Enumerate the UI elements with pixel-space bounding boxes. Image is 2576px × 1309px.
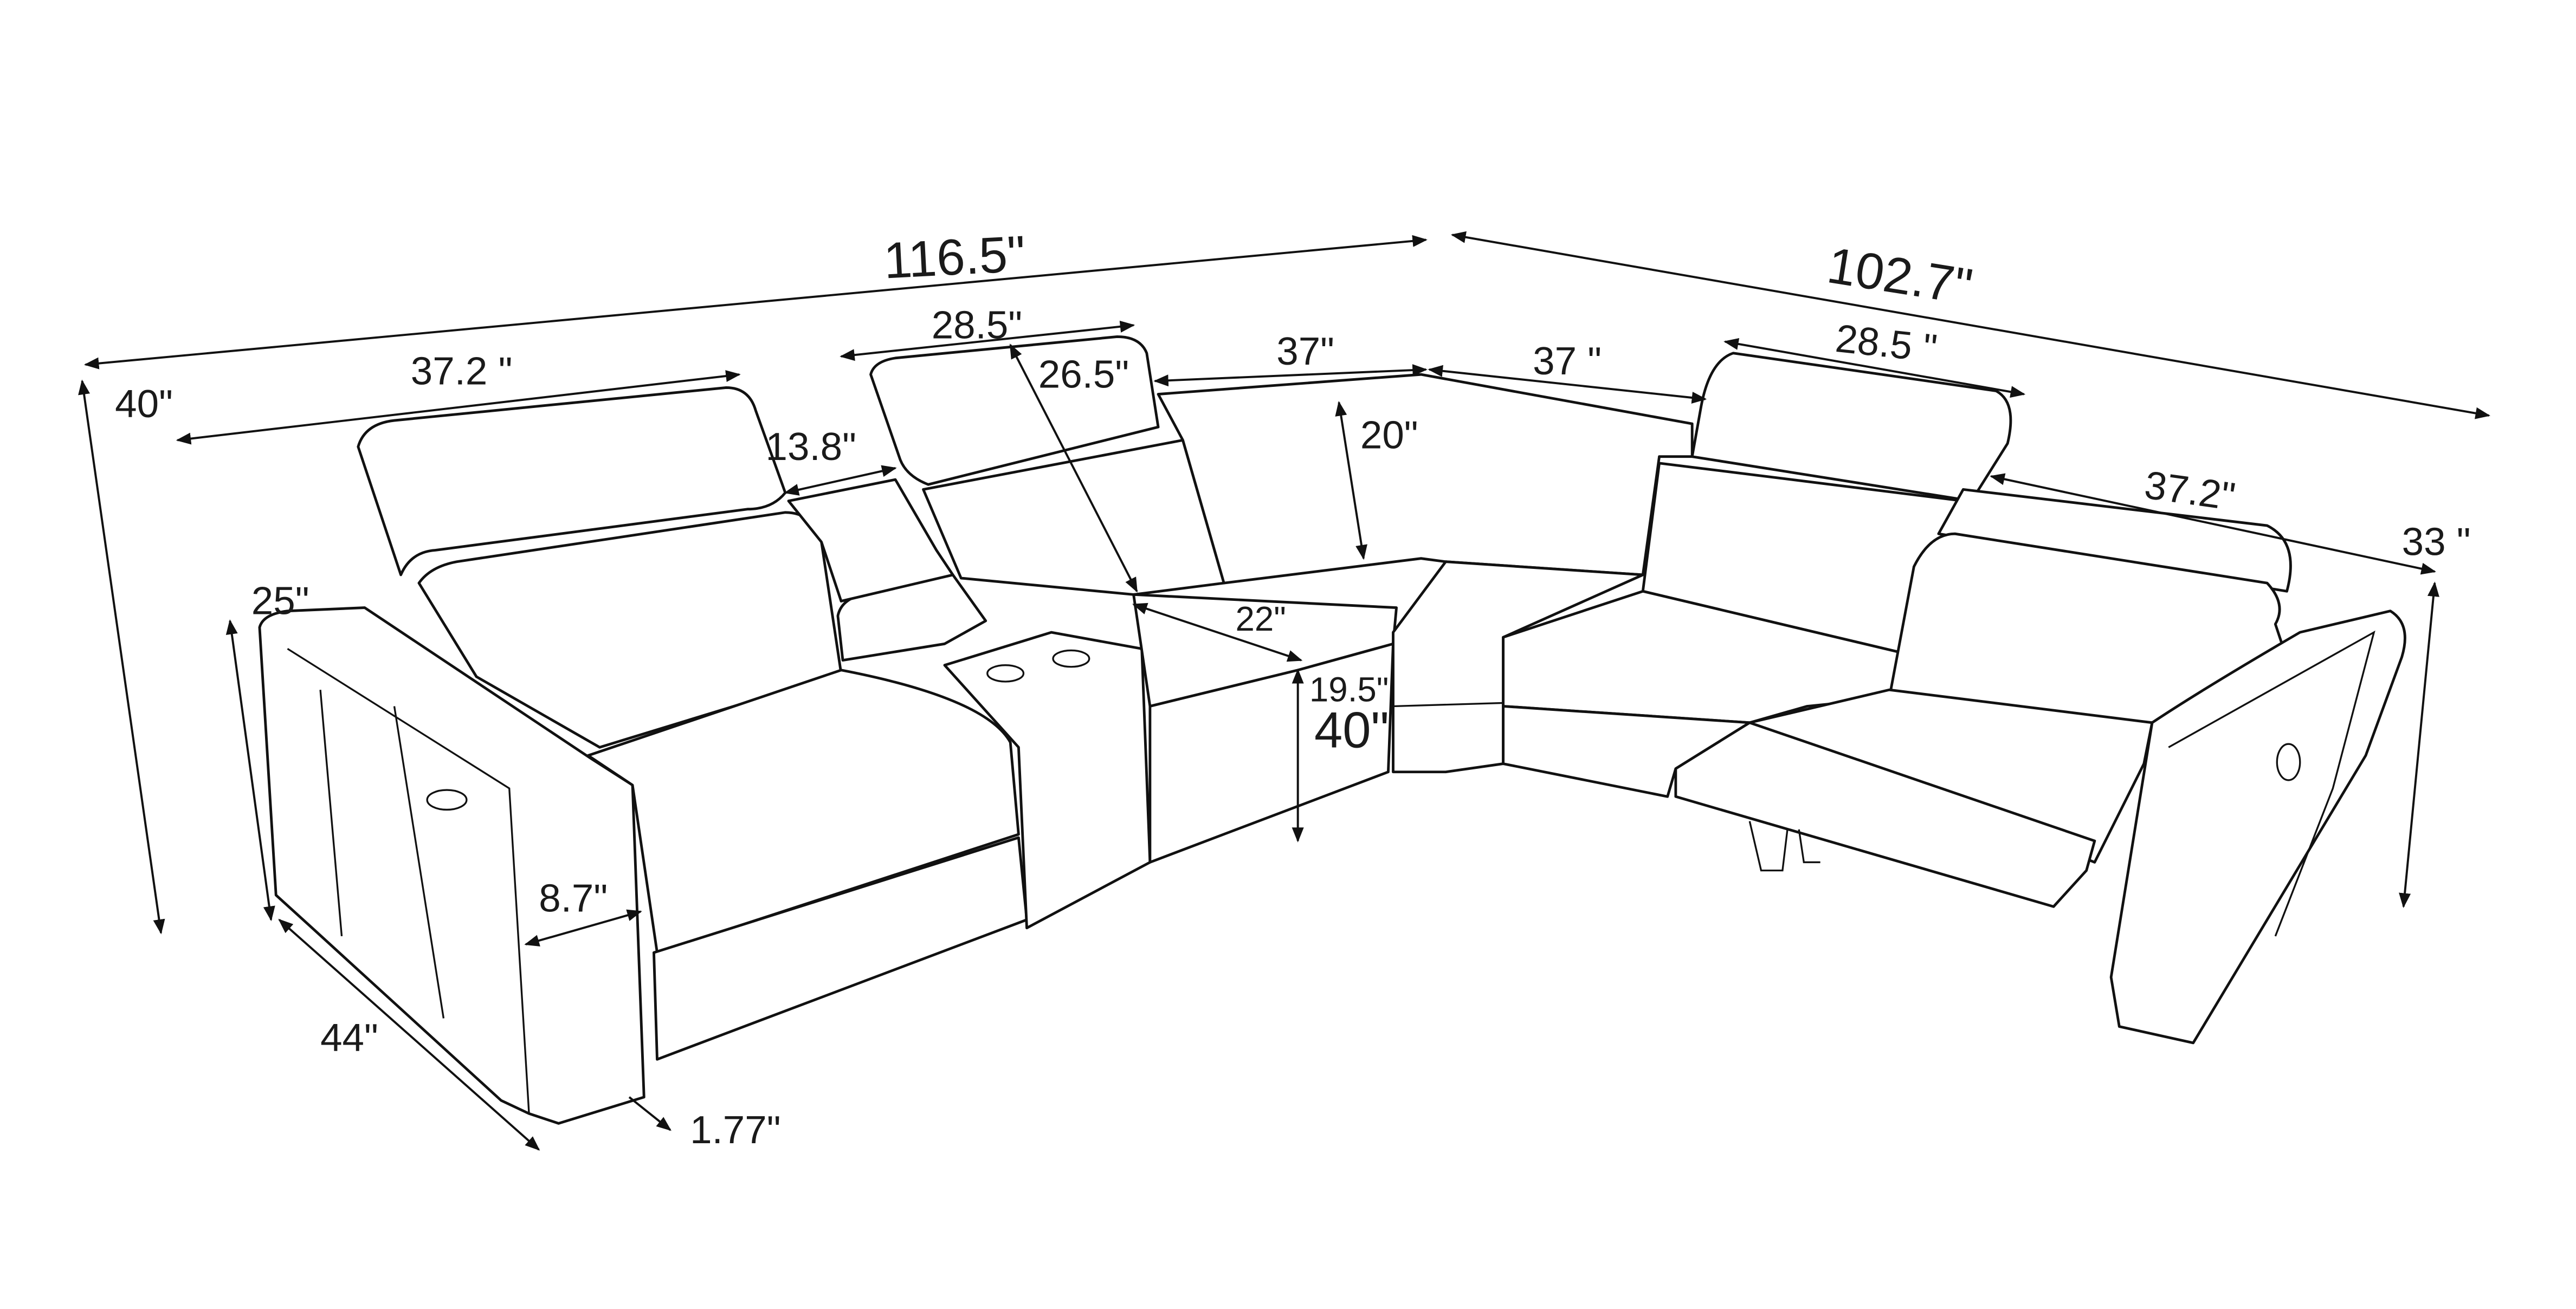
right-footrest <box>1674 721 2096 908</box>
label-overall-left-length: 116.5" <box>882 225 1027 289</box>
label-right-recliner-width: 37.2" <box>2142 463 2238 519</box>
label-console-width: 13.8" <box>766 425 856 469</box>
label-side-depth: 44" <box>320 1016 378 1060</box>
dimension-lines <box>78 231 2491 1151</box>
sofa-drawing <box>258 335 2406 1125</box>
label-seat-depth-diagonal: 26.5" <box>1038 352 1129 396</box>
label-seat-depth: 22" <box>1235 600 1286 638</box>
left-seat <box>586 669 1020 954</box>
label-overall-depth: 40" <box>1314 701 1389 758</box>
corner-back <box>1157 373 1694 585</box>
label-center-left-width: 37" <box>1276 329 1334 373</box>
label-arm-width: 8.7" <box>539 876 608 920</box>
label-left-recliner-width: 37.2 " <box>411 349 513 393</box>
label-center-right-width: 37 " <box>1533 339 1602 383</box>
label-overall-height-left: 40" <box>115 382 173 426</box>
label-seat-height: 19.5" <box>1309 670 1389 709</box>
label-right-armless-back-width: 28.5 " <box>1833 316 1939 371</box>
label-left-armless-back-width: 28.5" <box>932 303 1022 347</box>
label-arm-height-left: 25" <box>251 579 309 623</box>
label-arm-height-right: 33 " <box>2402 520 2471 564</box>
right-back <box>1888 532 2285 724</box>
label-leg-height: 1.77" <box>690 1108 780 1152</box>
label-back-height: 20" <box>1360 413 1418 457</box>
